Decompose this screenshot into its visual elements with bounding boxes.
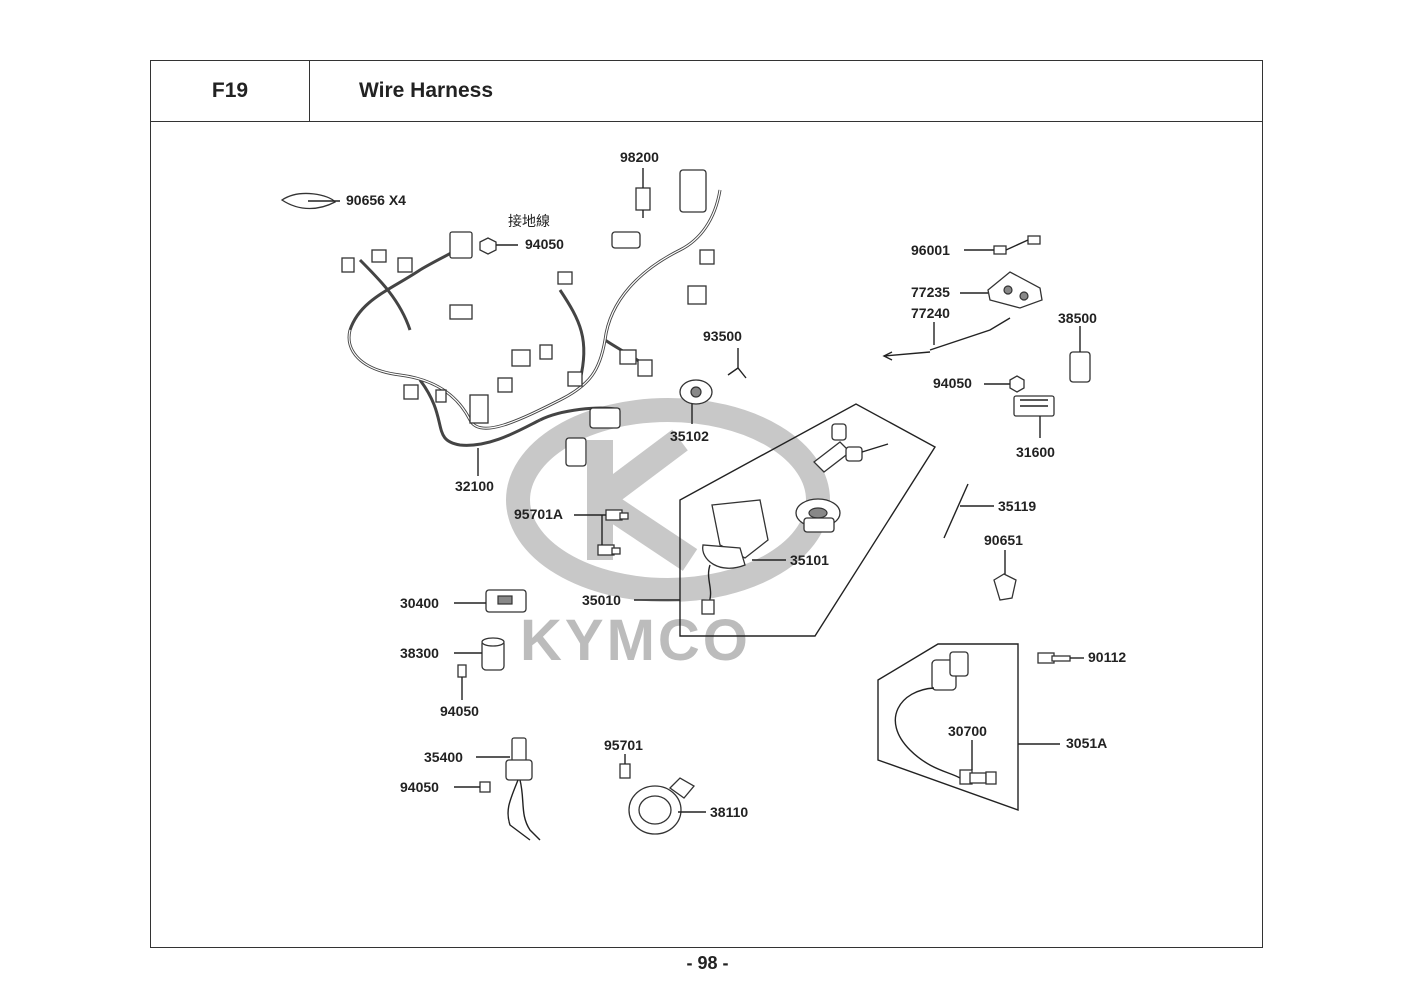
- starter-relay-box: [877, 643, 1019, 811]
- callout-38300: 38300: [400, 645, 439, 661]
- key-set-box: [679, 403, 936, 637]
- callout-31600: 31600: [1016, 444, 1055, 460]
- relay-35400-icon: [479, 737, 541, 841]
- callout-98200: 98200: [620, 149, 659, 165]
- callout-32100: 32100: [455, 478, 494, 494]
- flasher-38500-icon: [1069, 351, 1091, 383]
- callout-3051A: 3051A: [1066, 735, 1107, 751]
- callout-30400: 30400: [400, 595, 439, 611]
- clip-93500-icon: [727, 367, 747, 379]
- header-divider: [150, 121, 1263, 122]
- callout-30700: 30700: [948, 723, 987, 739]
- horn-38110-icon: [619, 763, 695, 835]
- ground-wire-label: 接地線: [508, 213, 550, 230]
- clip-98200-icon: [635, 187, 651, 218]
- seat-lock-35102-icon: [679, 379, 713, 405]
- figure-title: Wire Harness: [359, 79, 494, 102]
- callout-94050-right: 94050: [933, 375, 972, 391]
- cdi-30400-icon: [485, 589, 527, 613]
- callout-94050-bot: 94050: [400, 779, 439, 795]
- diagram-frame: [150, 60, 1263, 948]
- callout-96001: 96001: [911, 242, 950, 258]
- rod-35119-icon: [943, 483, 969, 539]
- clamp-90651-icon: [993, 573, 1017, 601]
- callout-94050-top: 94050: [525, 236, 564, 252]
- callout-95701A: 95701A: [514, 506, 563, 522]
- wire-harness-32100: [341, 169, 722, 467]
- bolt-90112-icon: [1037, 652, 1071, 664]
- callout-35101: 35101: [790, 552, 829, 568]
- callout-94050-mid: 94050: [440, 703, 479, 719]
- callout-90651: 90651: [984, 532, 1023, 548]
- callout-77235: 77235: [911, 284, 950, 300]
- callout-90656: 90656 X4: [346, 192, 406, 208]
- bolt-95701A-icon: [597, 509, 629, 556]
- callout-90112: 90112: [1088, 649, 1126, 665]
- nut-94050-top-icon: [479, 237, 497, 255]
- callout-38500: 38500: [1058, 310, 1097, 326]
- callout-93500: 93500: [703, 328, 742, 344]
- callout-35119: 35119: [998, 498, 1036, 514]
- callout-38110: 38110: [710, 804, 748, 820]
- callout-35010: 35010: [582, 592, 621, 608]
- callout-35400: 35400: [424, 749, 463, 765]
- callout-35102: 35102: [670, 428, 709, 444]
- regulator-31600-icon: [1009, 375, 1055, 417]
- watermark-text: KYMCO: [520, 608, 751, 673]
- cable-77240-icon: [882, 317, 1011, 361]
- page-number: - 98 -: [686, 953, 729, 973]
- callout-77240: 77240: [911, 305, 950, 321]
- relay-38300-icon: [457, 637, 505, 678]
- bracket-77235-icon: [987, 235, 1043, 309]
- callout-95701: 95701: [604, 737, 643, 753]
